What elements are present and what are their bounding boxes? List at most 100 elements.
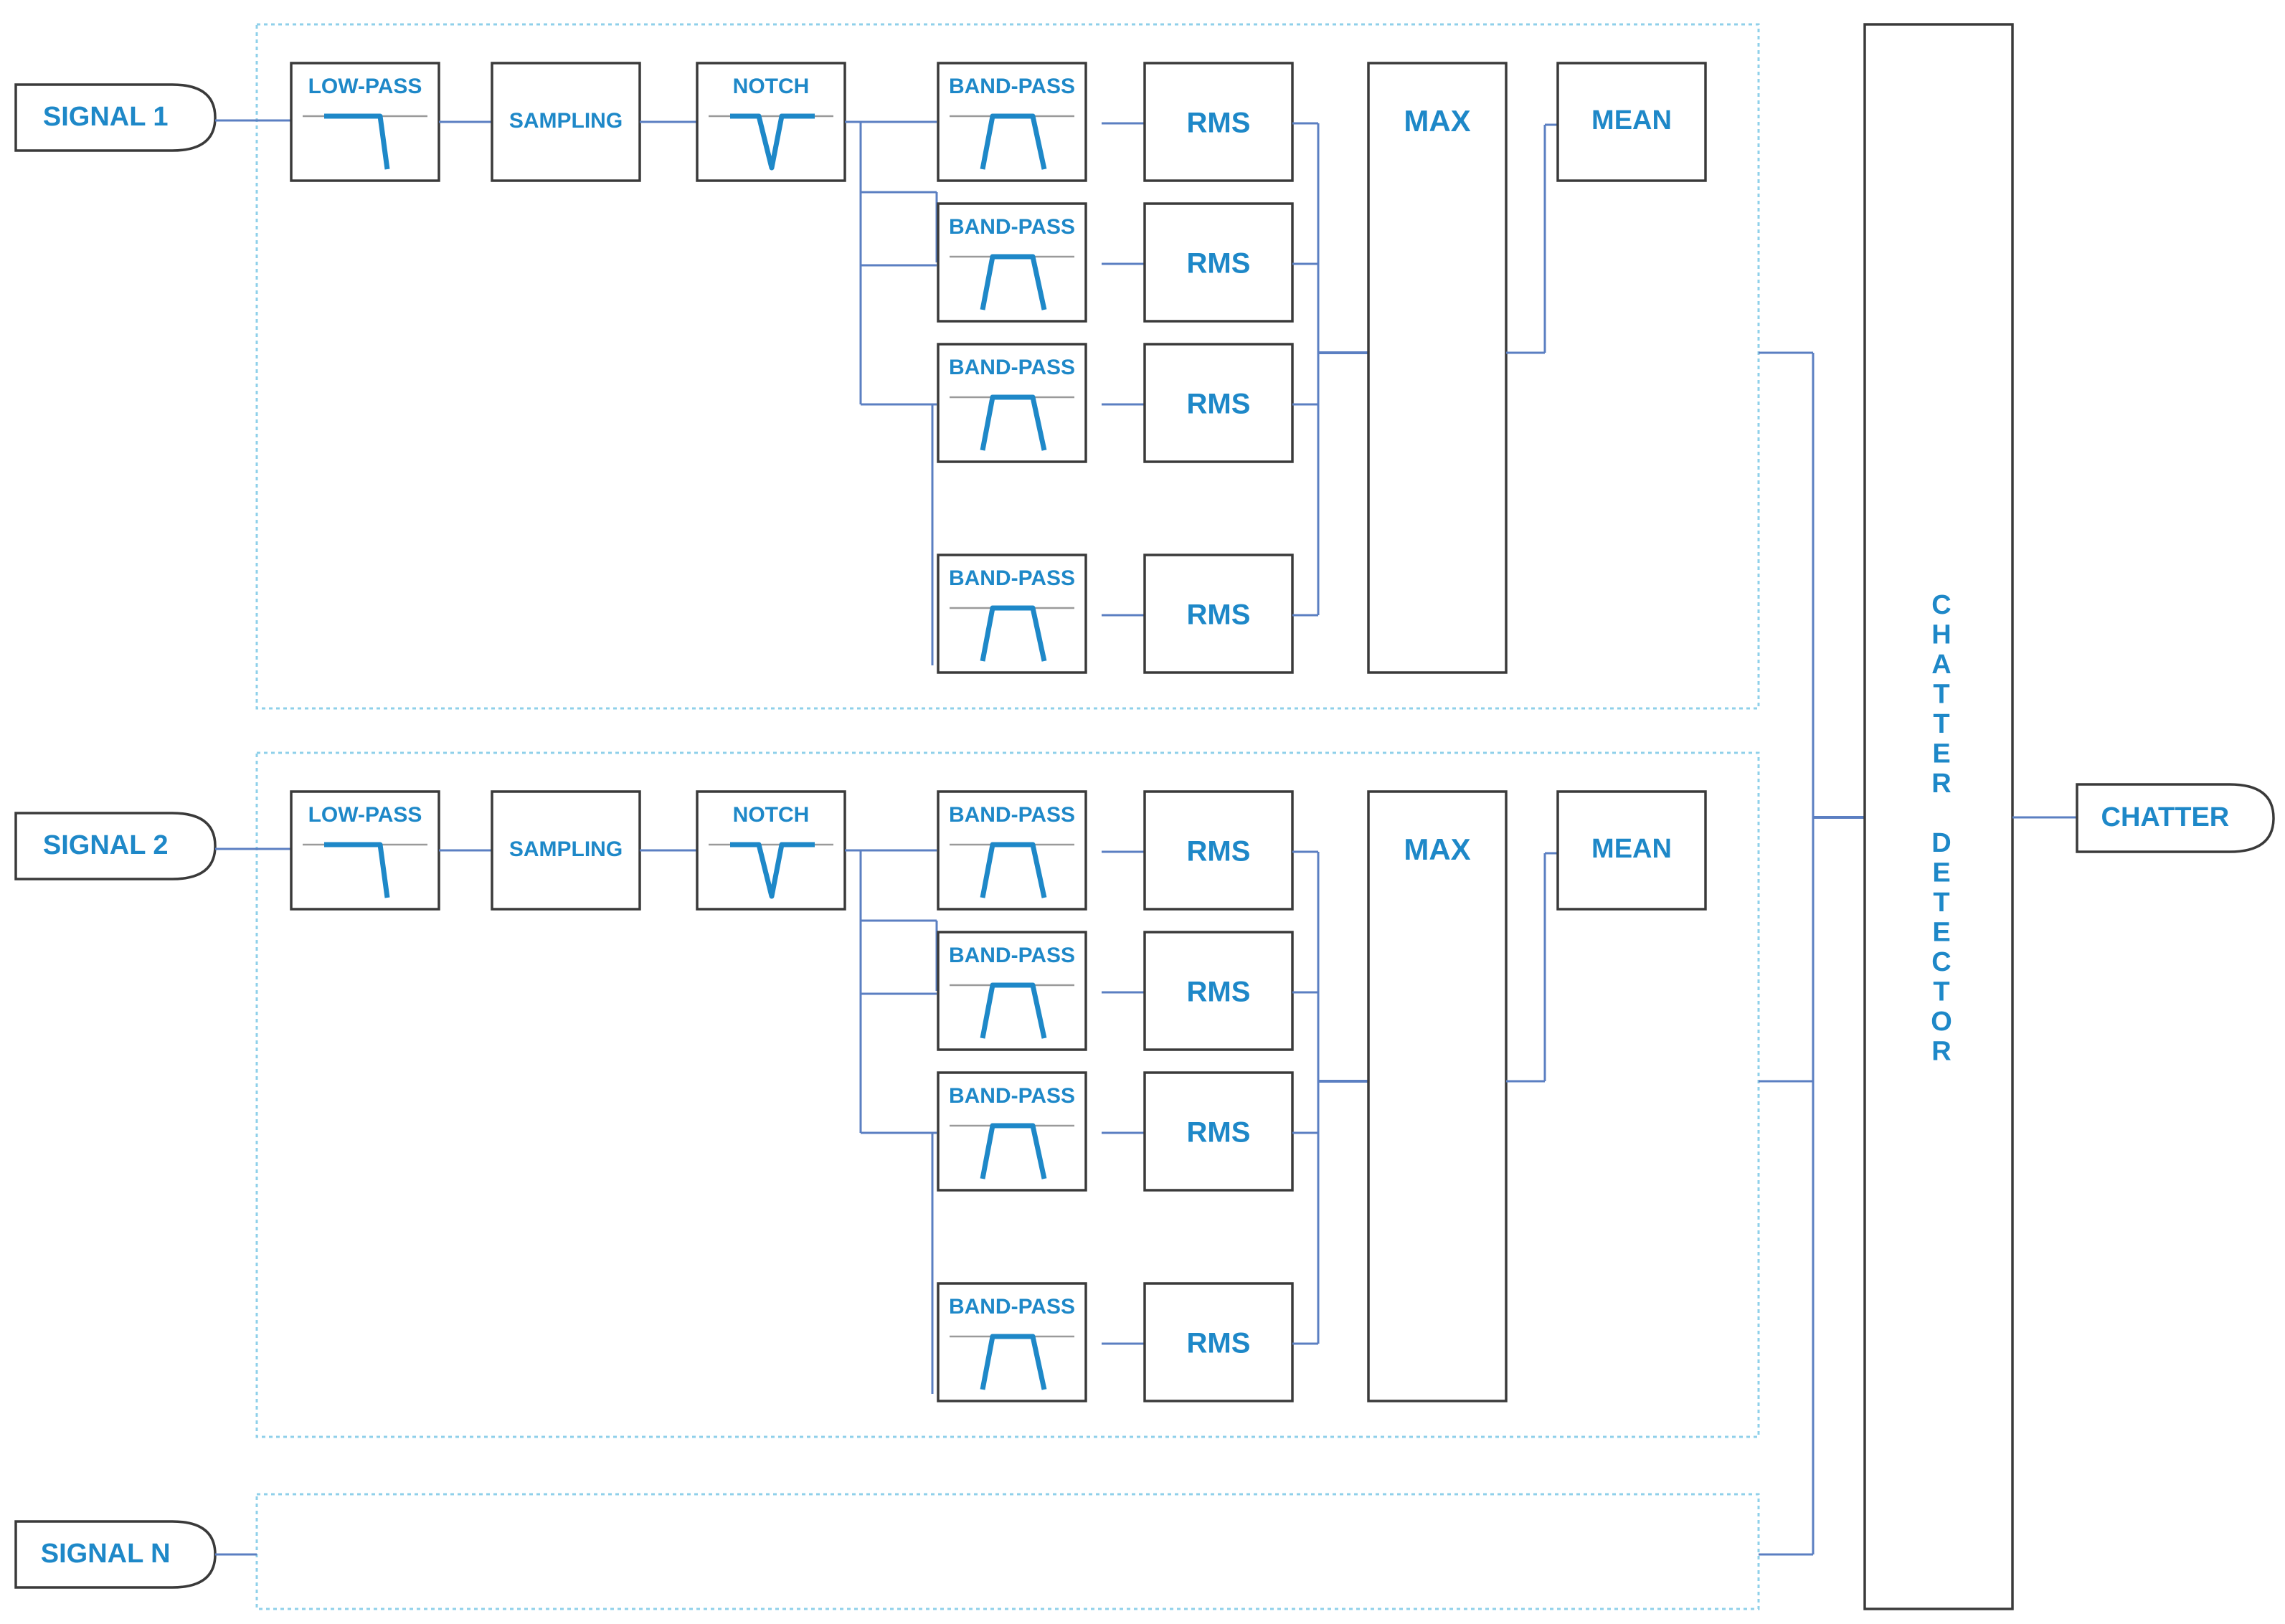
ch1-bandpass-label-1: BAND-PASS	[949, 75, 1075, 98]
ch2-rms-block-3: RMS	[1143, 1071, 1294, 1192]
ch2-sampling-label: SAMPLING	[509, 837, 623, 861]
ch2-rms-label-1: RMS	[1187, 836, 1251, 868]
ch1-rms-block-1-frame	[1143, 62, 1294, 182]
ch1-sampling-block: SAMPLING	[491, 62, 641, 182]
chatter-output-outline	[2076, 783, 2275, 853]
chatter-output: CHATTER	[2076, 783, 2275, 853]
ch2-bandpass-block-2-frame	[937, 931, 1087, 1051]
ch2-lowpass-label: LOW-PASS	[308, 803, 422, 827]
chatter-detector-letter: T	[1933, 977, 1949, 1007]
ch1-sampling-block-frame	[491, 62, 641, 182]
ch1-rms-label-2: RMS	[1187, 248, 1251, 280]
channel-1-frame	[255, 23, 1760, 710]
ch1-rms-block-2-frame	[1143, 202, 1294, 323]
ch1-bandpass-block-4-frame	[937, 554, 1087, 674]
ch2-sampling-block: SAMPLING	[491, 790, 641, 911]
ch1-rms-block-4: RMS	[1143, 554, 1294, 674]
ch2-mean-block-frame	[1556, 790, 1707, 911]
ch2-bandpass-block-1-frame	[937, 790, 1087, 911]
chatter-detector-letter: R	[1931, 769, 1951, 799]
ch2-max-block: MAX	[1367, 790, 1508, 1402]
ch2-rms-block-4-frame	[1143, 1282, 1294, 1402]
chatter-detector-letter: T	[1933, 680, 1949, 710]
ch1-lowpass-block-frame	[290, 62, 440, 182]
chatter-detector-letter: D	[1931, 828, 1951, 858]
ch1-max-block: MAX	[1367, 62, 1508, 674]
ch2-bandpass-block-3-frame	[937, 1071, 1087, 1192]
ch1-rms-block-1: RMS	[1143, 62, 1294, 182]
lowpass-response-icon	[324, 842, 390, 898]
ch2-notch-block: NOTCH	[696, 790, 846, 911]
chatter-detector-letter: C	[1931, 590, 1951, 620]
chN-signal-input-outline	[14, 1520, 217, 1589]
ch1-rms-block-3-frame	[1143, 343, 1294, 463]
notch-response-icon	[730, 113, 815, 171]
bandpass-response-icon	[980, 394, 1047, 451]
ch1-rms-label-4: RMS	[1187, 599, 1251, 631]
ch2-bandpass-label-2: BAND-PASS	[949, 944, 1075, 967]
ch1-signal-input-label: SIGNAL 1	[43, 102, 169, 132]
bandpass-response-icon	[980, 1334, 1047, 1390]
ch1-rms-label-3: RMS	[1187, 389, 1251, 420]
ch1-signal-input-outline	[14, 83, 217, 152]
ch2-rms-label-4: RMS	[1187, 1328, 1251, 1359]
ch2-lowpass-block: LOW-PASS	[290, 790, 440, 911]
ch2-rms-block-2: RMS	[1143, 931, 1294, 1051]
bandpass-response-icon	[980, 254, 1047, 310]
ch2-bandpass-block-1: BAND-PASS	[937, 790, 1087, 911]
ch2-rms-label-2: RMS	[1187, 977, 1251, 1008]
ch2-notch-block-frame	[696, 790, 846, 911]
ch1-notch-label: NOTCH	[733, 75, 810, 98]
ch1-sampling-label: SAMPLING	[509, 109, 623, 133]
ch1-rms-block-4-frame	[1143, 554, 1294, 674]
chatter-detector-letter: E	[1932, 739, 1950, 769]
ch2-bandpass-label-3: BAND-PASS	[949, 1084, 1075, 1108]
chN-signal-input: SIGNAL N	[14, 1520, 217, 1589]
ch1-lowpass-label: LOW-PASS	[308, 75, 422, 98]
chN-signal-input-label: SIGNAL N	[41, 1539, 171, 1569]
ch2-mean-label: MEAN	[1591, 834, 1672, 864]
ch2-max-label: MAX	[1404, 832, 1470, 866]
channel-2-frame	[255, 751, 1760, 1438]
ch1-mean-label: MEAN	[1591, 105, 1672, 136]
chatter-output-label: CHATTER	[2101, 802, 2230, 832]
chatter-detector-block-frame	[1863, 23, 2014, 1610]
channel-n-frame	[255, 1493, 1760, 1610]
ch2-bandpass-block-3: BAND-PASS	[937, 1071, 1087, 1192]
chatter-detector-letter: H	[1931, 620, 1951, 650]
chatter-detector-letter: R	[1931, 1037, 1951, 1067]
ch2-bandpass-label-4: BAND-PASS	[949, 1295, 1075, 1319]
chatter-detector-letter: E	[1932, 918, 1950, 948]
ch1-lowpass-block: LOW-PASS	[290, 62, 440, 182]
ch2-rms-block-1: RMS	[1143, 790, 1294, 911]
lowpass-response-icon	[324, 113, 390, 170]
ch2-signal-input-outline	[14, 812, 217, 880]
ch2-max-block-frame	[1367, 790, 1508, 1402]
ch1-bandpass-block-1-frame	[937, 62, 1087, 182]
ch2-bandpass-block-4: BAND-PASS	[937, 1282, 1087, 1402]
ch1-bandpass-block-3: BAND-PASS	[937, 343, 1087, 463]
ch2-rms-block-2-frame	[1143, 931, 1294, 1051]
ch2-lowpass-block-frame	[290, 790, 440, 911]
ch2-bandpass-label-1: BAND-PASS	[949, 803, 1075, 827]
ch1-mean-block-frame	[1556, 62, 1707, 182]
ch1-max-label: MAX	[1404, 104, 1470, 138]
bandpass-response-icon	[980, 605, 1047, 662]
ch1-max-block-frame	[1367, 62, 1508, 674]
ch2-rms-label-3: RMS	[1187, 1117, 1251, 1149]
chatter-detector-letter: O	[1931, 1007, 1952, 1037]
ch2-bandpass-block-2: BAND-PASS	[937, 931, 1087, 1051]
ch2-sampling-block-frame	[491, 790, 641, 911]
ch1-bandpass-block-3-frame	[937, 343, 1087, 463]
bandpass-response-icon	[980, 113, 1047, 170]
ch1-signal-input: SIGNAL 1	[14, 83, 217, 152]
ch1-rms-block-2: RMS	[1143, 202, 1294, 323]
ch1-mean-block: MEAN	[1556, 62, 1707, 182]
bandpass-response-icon	[980, 982, 1047, 1039]
ch1-bandpass-label-4: BAND-PASS	[949, 566, 1075, 590]
ch2-rms-block-3-frame	[1143, 1071, 1294, 1192]
bandpass-response-icon	[980, 1123, 1047, 1179]
ch2-signal-input-label: SIGNAL 2	[43, 830, 169, 860]
